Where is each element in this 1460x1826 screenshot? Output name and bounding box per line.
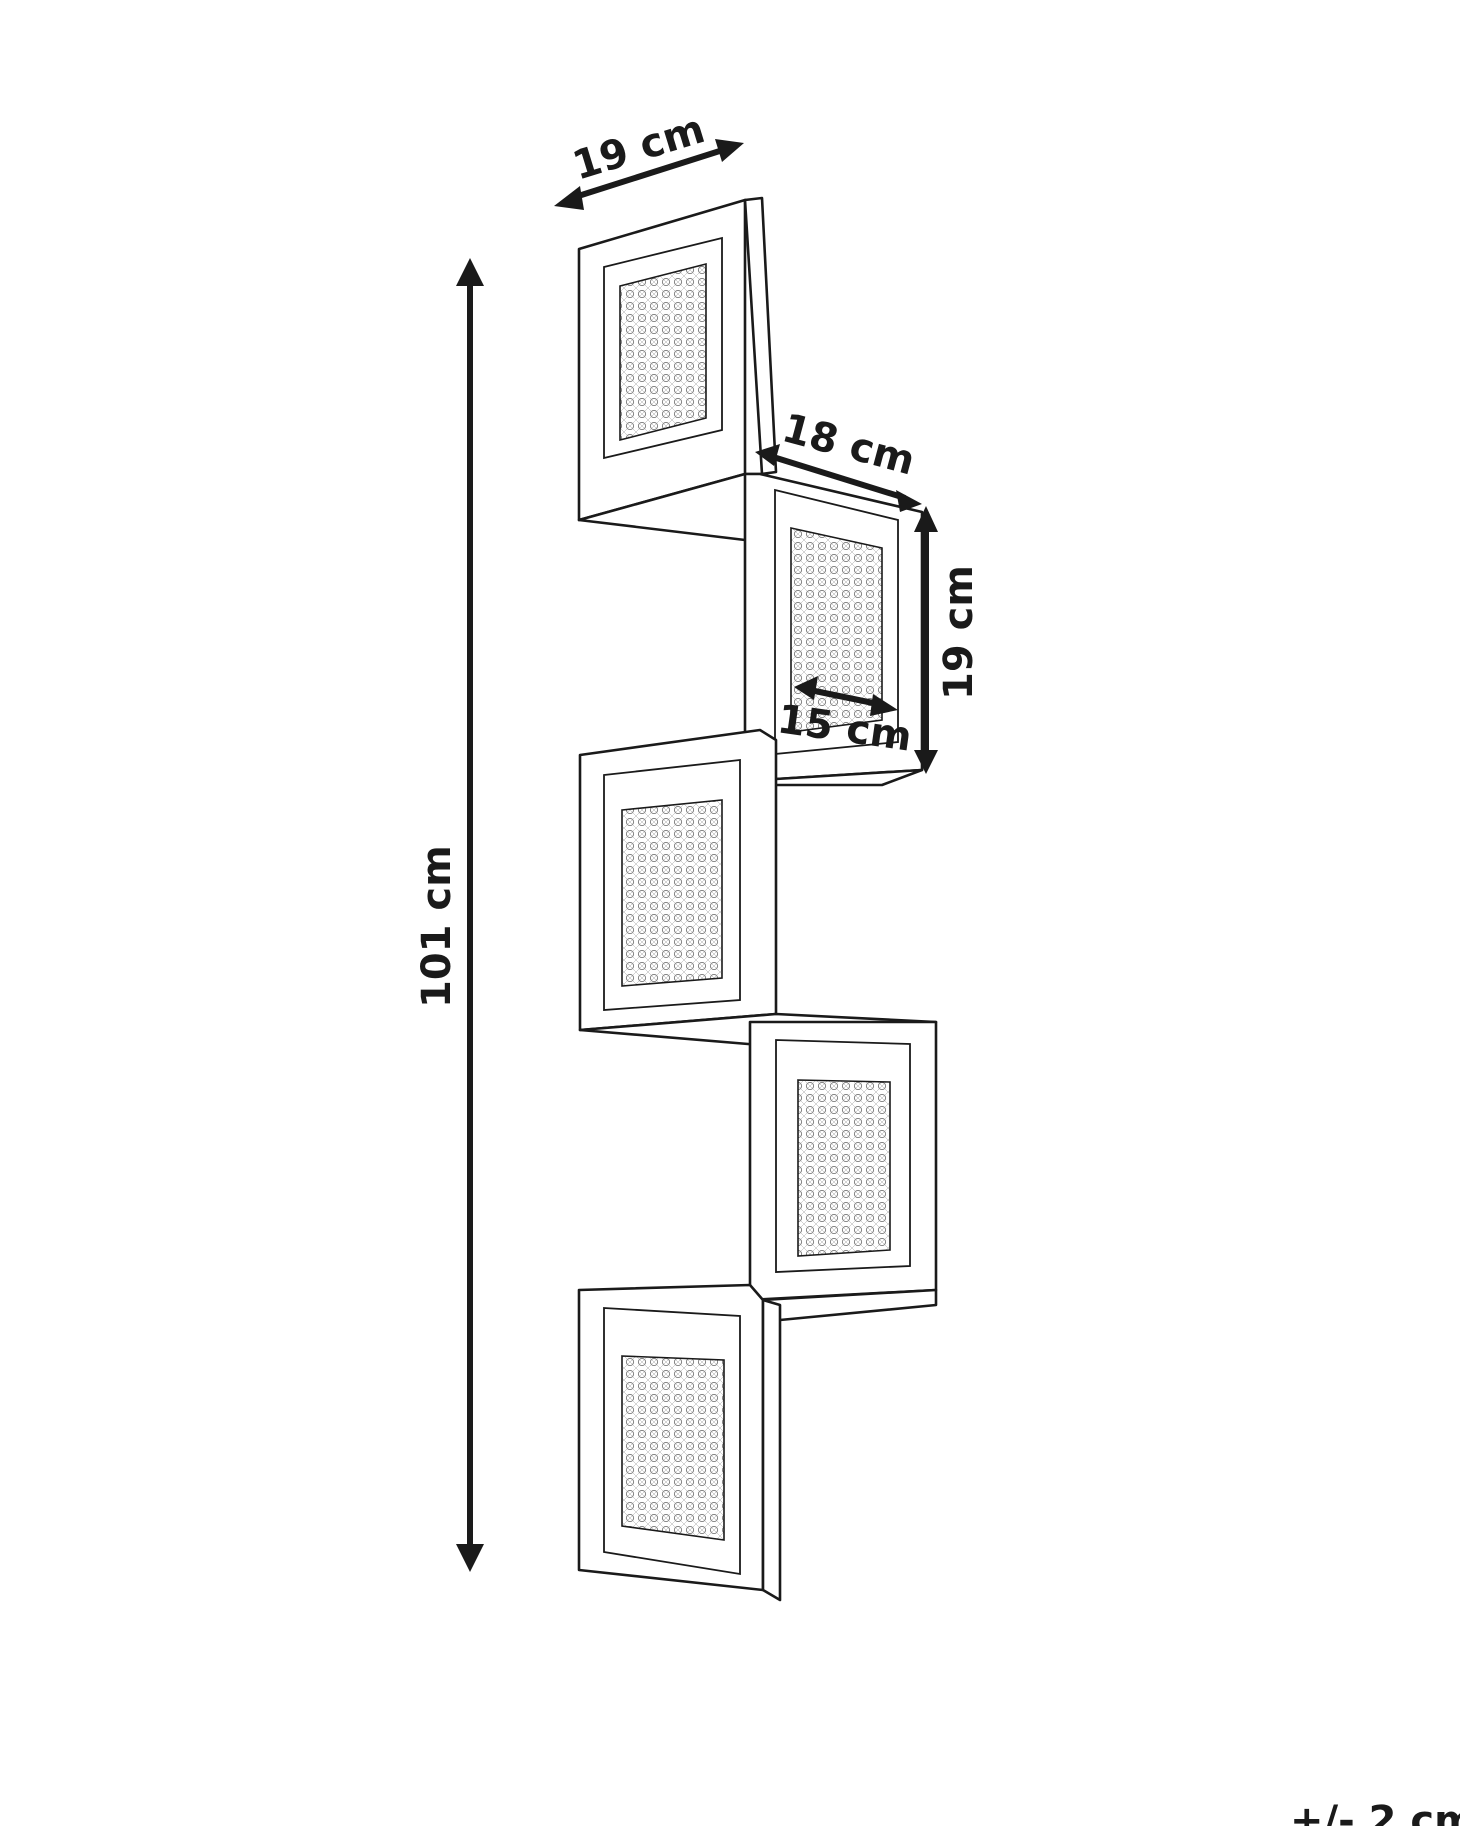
label-shelf-height: 19 cm <box>936 565 982 700</box>
shelf-1 <box>577 196 778 542</box>
label-shelf-depth: 18 cm <box>777 405 919 484</box>
arrow-top-width <box>554 139 744 210</box>
label-tolerance: +/- 2 cm <box>1290 1798 1460 1826</box>
arrow-shelf-depth <box>755 444 922 512</box>
arrow-inner-width <box>794 676 898 716</box>
label-total-height: 101 cm <box>414 845 460 1008</box>
arrow-total-height <box>456 258 484 1572</box>
shelf-5 <box>577 1283 782 1602</box>
shelf-4 <box>748 1020 938 1322</box>
arrow-shelf-height <box>914 506 938 774</box>
